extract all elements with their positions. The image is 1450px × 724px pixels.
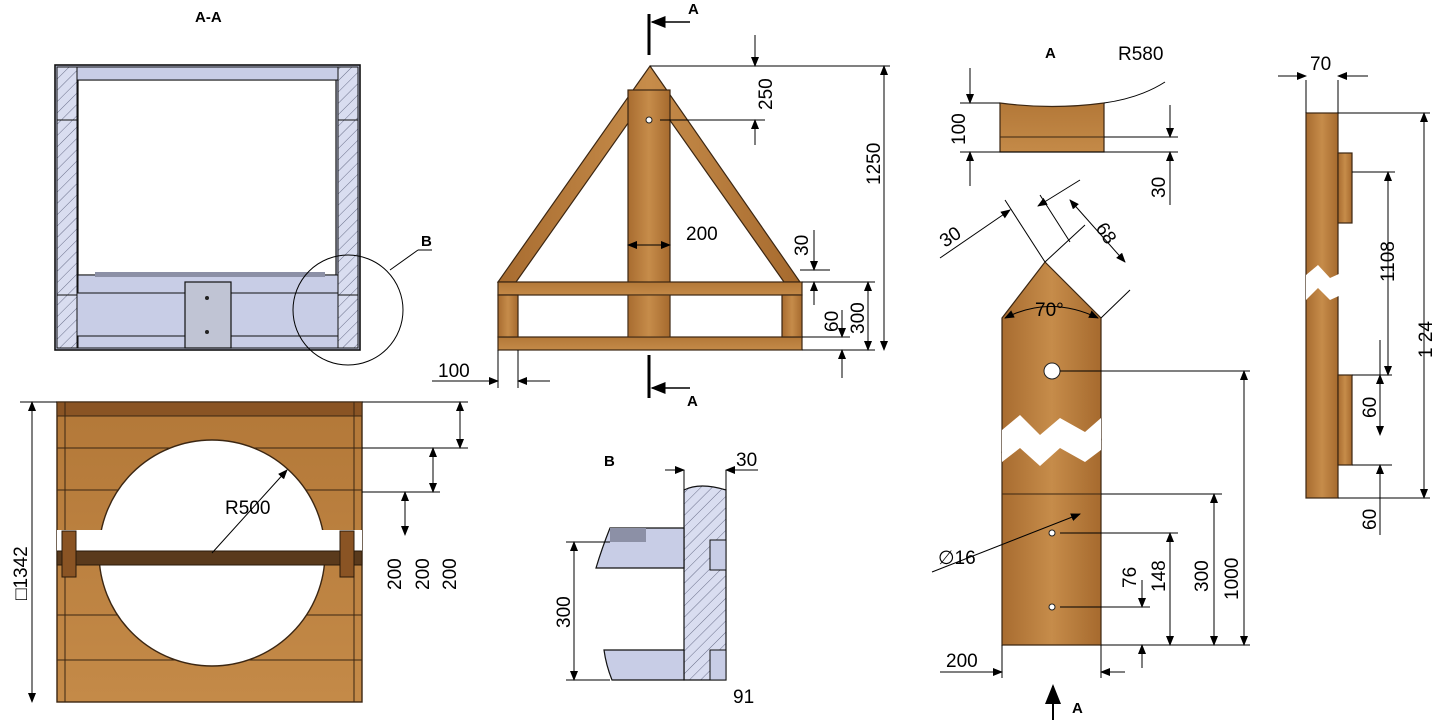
dim-side-1108: 1108 — [1378, 241, 1399, 282]
post-view-marker-label: A — [1072, 700, 1083, 717]
dim-side-60a: 60 — [1360, 397, 1381, 418]
dim-detail-300: 300 — [554, 596, 575, 628]
dim-frame-200: 200 — [686, 224, 718, 245]
dim-post-hole: ∅16 — [938, 548, 976, 569]
dim-frame-60: 60 — [822, 311, 843, 332]
dim-detail-91: 91 — [733, 687, 754, 708]
dim-frame-30: 30 — [792, 235, 813, 256]
view-a-cap: A R580 100 30 — [949, 44, 1178, 205]
dim-front-200b: 200 — [413, 558, 434, 590]
section-aa-view: A-A B — [54, 9, 432, 366]
post-view: 70° 30 68 ∅16 76 148 300 1000 200 — [931, 179, 1250, 720]
dim-cap-r580: R580 — [1118, 44, 1163, 65]
side-board-view: 70 1108 1 24 60 60 — [1278, 54, 1437, 535]
dim-side-60b: 60 — [1360, 509, 1381, 530]
dim-front-200c: 200 — [440, 558, 461, 590]
dim-front-200a: 200 — [385, 558, 406, 590]
dim-post-68: 68 — [1091, 219, 1120, 248]
dim-front-square: □1342 — [11, 546, 32, 600]
dim-post-30: 30 — [936, 223, 965, 252]
dim-front-r500: R500 — [225, 498, 270, 519]
cut-marker-top-label: A — [688, 1, 699, 18]
cut-marker-bottom-label: A — [687, 393, 698, 410]
front-view: R500 □1342 200 200 200 — [11, 401, 468, 703]
dim-post-148: 148 — [1149, 560, 1170, 592]
dim-cap-100: 100 — [949, 113, 970, 145]
dim-side-70: 70 — [1310, 54, 1331, 75]
detail-b-view: B 30 300 91 — [554, 450, 758, 708]
dim-frame-250: 250 — [756, 78, 777, 110]
view-a-label: A — [1045, 45, 1056, 62]
dim-post-200: 200 — [946, 651, 978, 672]
dim-post-1000: 1000 — [1222, 558, 1243, 600]
detail-b-label: B — [604, 453, 615, 470]
detail-b-callout-label: B — [421, 233, 432, 250]
dim-frame-1250: 1250 — [864, 143, 885, 185]
truss-frame-view: A A 250 1250 200 30 — [432, 1, 890, 410]
dim-detail-30: 30 — [736, 450, 757, 471]
dim-side-124: 1 24 — [1416, 321, 1437, 358]
dim-frame-100: 100 — [438, 361, 470, 382]
dim-frame-300: 300 — [848, 302, 869, 334]
dim-post-76: 76 — [1120, 567, 1141, 588]
dim-post-300: 300 — [1192, 560, 1213, 592]
dim-post-angle: 70° — [1035, 300, 1064, 321]
dim-cap-30: 30 — [1149, 177, 1170, 198]
section-aa-label: A-A — [195, 9, 222, 26]
